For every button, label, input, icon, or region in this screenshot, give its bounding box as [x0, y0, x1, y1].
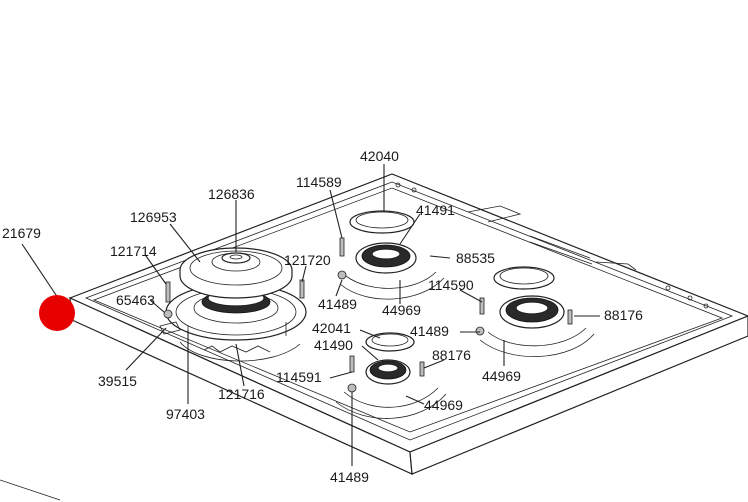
- part-labels: 21679 126836 126953 121714 65463 39515 9…: [2, 148, 643, 485]
- burner-rear-center: [337, 210, 445, 300]
- edge-line: [0, 479, 61, 501]
- label-39515: 39515: [98, 373, 137, 389]
- label-126836: 126836: [208, 186, 255, 202]
- label-88176-b: 88176: [604, 307, 643, 323]
- label-42041: 42041: [312, 320, 351, 336]
- label-42040: 42040: [360, 148, 399, 164]
- label-41489-c: 41489: [330, 469, 369, 485]
- label-44969-a: 44969: [382, 302, 421, 318]
- label-114589: 114589: [296, 174, 342, 190]
- label-41489-b: 41489: [410, 323, 449, 339]
- label-121720: 121720: [284, 252, 331, 268]
- label-114591: 114591: [276, 369, 322, 385]
- hob-top-plate: [68, 173, 748, 475]
- label-88176-a: 88176: [432, 347, 471, 363]
- label-65463: 65463: [116, 292, 155, 308]
- label-121716: 121716: [218, 386, 265, 402]
- label-44969-c: 44969: [482, 368, 521, 384]
- label-41490: 41490: [314, 337, 353, 353]
- label-97403: 97403: [166, 406, 205, 422]
- label-44969-b: 44969: [424, 397, 463, 413]
- label-121714: 121714: [110, 243, 157, 259]
- label-114590: 114590: [428, 277, 474, 293]
- red-marker-dot: [39, 295, 75, 331]
- burner-right: [475, 266, 595, 357]
- label-41489-a: 41489: [318, 296, 357, 312]
- large-burner: [165, 247, 307, 362]
- leader-lines: [21, 164, 600, 466]
- label-126953: 126953: [130, 209, 177, 225]
- label-41491: 41491: [416, 202, 455, 218]
- label-88535: 88535: [456, 250, 495, 266]
- label-21679: 21679: [2, 225, 41, 241]
